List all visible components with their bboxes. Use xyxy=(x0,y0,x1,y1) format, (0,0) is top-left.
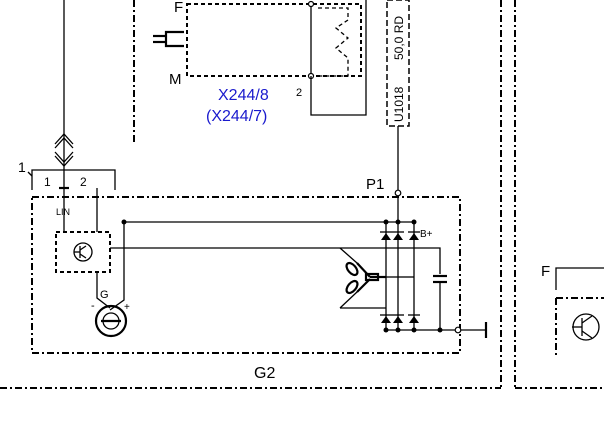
pin1-label: 1 xyxy=(44,175,51,189)
gauge-minus-label: - xyxy=(91,300,95,312)
rectifier-bridge: B+ xyxy=(380,222,488,338)
plug-number: 1 xyxy=(18,159,26,175)
gauge-g: G - + xyxy=(91,289,130,338)
point-p1: P1 xyxy=(366,176,402,222)
stator xyxy=(339,247,414,309)
component-g2: G2 xyxy=(31,196,461,382)
motor-m-label: M xyxy=(169,71,182,88)
connector-x244-8: X244/8 xyxy=(218,87,269,104)
connector-x244: X244/8 (X244/7) xyxy=(206,87,269,125)
right-partial-component: F xyxy=(541,263,604,356)
gauge-g-label: G xyxy=(100,289,109,301)
p1-label: P1 xyxy=(366,176,384,193)
motor-f-label: F xyxy=(174,0,183,16)
bplus-label: B+ xyxy=(420,229,433,240)
lin-label: LIN xyxy=(56,207,70,217)
plug-1: 1 1 2 LIN xyxy=(18,159,116,232)
upper-left-wire xyxy=(54,0,74,188)
frame-borders xyxy=(0,0,604,389)
wire-spec-label: 50,0 RD xyxy=(392,16,406,60)
wire-u1018: U1018 50,0 RD xyxy=(386,0,410,192)
wire-code-label: U1018 xyxy=(392,86,406,122)
motor-block: F M 2 xyxy=(133,0,367,145)
component-g2-label: G2 xyxy=(254,365,275,382)
pin2-label: 2 xyxy=(80,175,87,189)
right-f-label: F xyxy=(541,263,550,280)
gauge-plus-label: + xyxy=(124,302,130,313)
pin2-top-label: 2 xyxy=(296,87,302,99)
connector-x244-7: (X244/7) xyxy=(206,108,267,125)
